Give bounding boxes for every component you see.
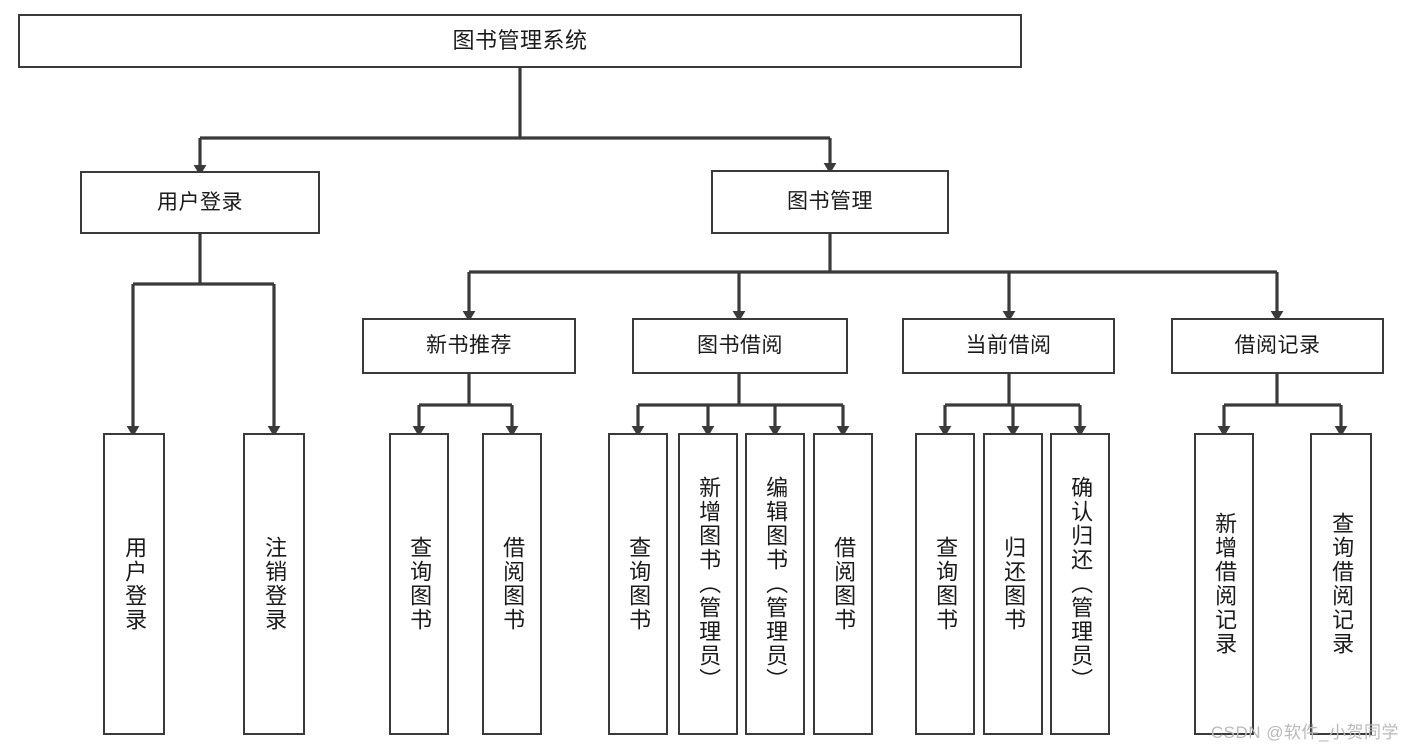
node-root[interactable]: 图书管理系统	[18, 14, 1022, 68]
node-leaf-add-book-admin[interactable]: 新增图书（管理员）	[678, 433, 738, 735]
node-leaf-borrow-book-rec-label: 借阅图书	[500, 536, 526, 632]
node-leaf-borrow-book-label: 借阅图书	[831, 536, 857, 632]
node-leaf-user-login[interactable]: 用户登录	[103, 433, 165, 735]
node-level1-book-management-label: 图书管理	[787, 190, 873, 214]
node-leaf-query-book-rec[interactable]: 查询图书	[389, 433, 449, 735]
node-level1-user-login-label: 用户登录	[157, 190, 243, 214]
node-leaf-query-book-borrow[interactable]: 查询图书	[608, 433, 668, 735]
node-level2-borrow-record-label: 借阅记录	[1234, 334, 1321, 358]
node-leaf-query-book-current-label: 查询图书	[933, 536, 959, 632]
node-leaf-confirm-return-admin[interactable]: 确认归还（管理员）	[1050, 433, 1110, 735]
node-leaf-user-login-label: 用户登录	[122, 536, 148, 632]
node-leaf-edit-book-admin-label: 编辑图书（管理员）	[763, 476, 789, 692]
node-leaf-add-book-admin-label: 新增图书（管理员）	[696, 476, 722, 692]
node-leaf-query-borrow-record[interactable]: 查询借阅记录	[1310, 433, 1372, 735]
node-leaf-edit-book-admin[interactable]: 编辑图书（管理员）	[745, 433, 805, 735]
node-level2-borrow-record[interactable]: 借阅记录	[1171, 318, 1384, 374]
node-leaf-query-book-current[interactable]: 查询图书	[915, 433, 975, 735]
node-leaf-confirm-return-admin-label: 确认归还（管理员）	[1068, 476, 1094, 692]
node-leaf-add-borrow-record[interactable]: 新增借阅记录	[1194, 433, 1254, 735]
node-level2-new-book-recommend[interactable]: 新书推荐	[362, 318, 576, 374]
node-leaf-query-book-borrow-label: 查询图书	[626, 536, 652, 632]
node-level2-new-book-recommend-label: 新书推荐	[426, 334, 512, 358]
node-root-label: 图书管理系统	[452, 27, 588, 53]
node-leaf-add-borrow-record-label: 新增借阅记录	[1212, 512, 1238, 656]
node-level1-book-management[interactable]: 图书管理	[711, 170, 949, 234]
node-leaf-query-borrow-record-label: 查询借阅记录	[1329, 512, 1355, 656]
node-leaf-logout-label: 注销登录	[262, 536, 288, 632]
node-level2-current-borrow[interactable]: 当前借阅	[902, 318, 1115, 374]
node-leaf-logout[interactable]: 注销登录	[243, 433, 305, 735]
node-leaf-query-book-rec-label: 查询图书	[407, 536, 433, 632]
node-level1-user-login[interactable]: 用户登录	[80, 171, 320, 234]
node-leaf-borrow-book[interactable]: 借阅图书	[813, 433, 873, 735]
node-leaf-return-book[interactable]: 归还图书	[983, 433, 1043, 735]
node-level2-book-borrow[interactable]: 图书借阅	[632, 318, 848, 374]
node-leaf-return-book-label: 归还图书	[1001, 536, 1027, 632]
node-level2-book-borrow-label: 图书借阅	[697, 334, 783, 358]
node-leaf-borrow-book-rec[interactable]: 借阅图书	[482, 433, 542, 735]
node-level2-current-borrow-label: 当前借阅	[965, 334, 1052, 358]
